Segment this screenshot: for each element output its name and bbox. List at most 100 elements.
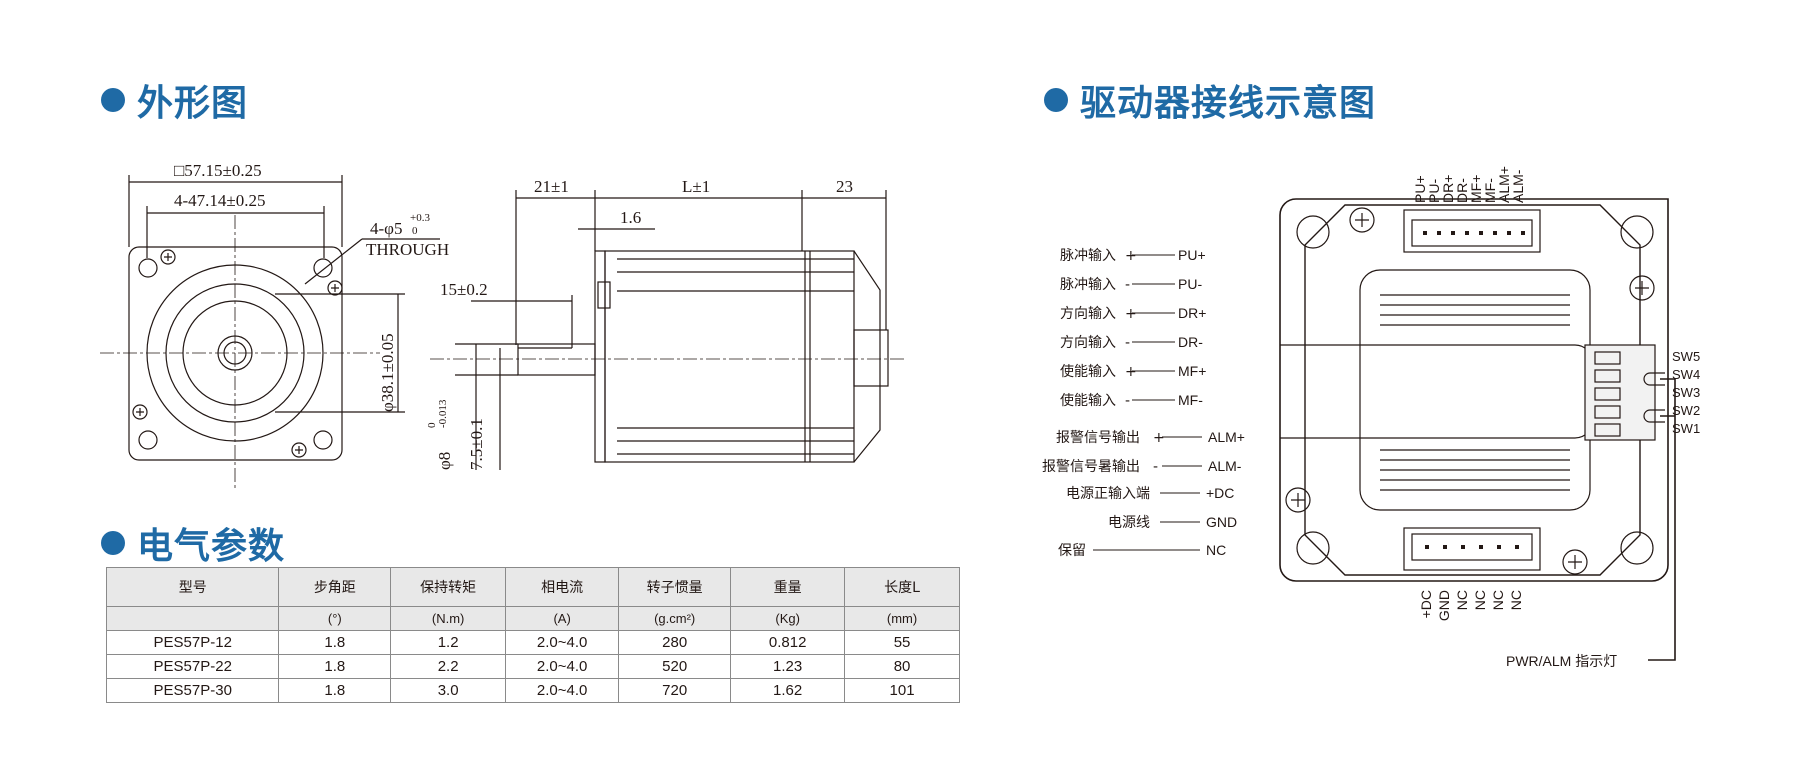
section-outline-heading: 外形图 <box>101 74 248 126</box>
dim-through: THROUGH <box>366 240 449 259</box>
bullet-icon <box>1044 88 1068 112</box>
dim-shaft-length: 21±1 <box>534 177 569 196</box>
screw-icons <box>132 249 343 458</box>
dim-shaft-tol-lower: -0.013 <box>437 399 449 428</box>
bullet-icon <box>101 88 125 112</box>
dim-flat-length: 15±0.2 <box>440 280 488 299</box>
signal-pin: DR+ <box>1178 305 1206 321</box>
dim-hole-pitch: 4-47.14±0.25 <box>174 191 266 210</box>
table-cell: 101 <box>844 678 960 703</box>
wiring-leader-lines <box>1093 254 1202 551</box>
table-cell: (A) <box>505 606 620 631</box>
bottom-pin-label: NC <box>1454 590 1470 610</box>
indicator-label: PWR/ALM 指示灯 <box>1506 653 1617 669</box>
motor-side-view <box>430 190 905 470</box>
switch-label: SW3 <box>1672 385 1700 400</box>
dip-switch[interactable] <box>1584 344 1656 441</box>
signal-pin: GND <box>1206 514 1237 530</box>
table-cell: 520 <box>618 654 732 679</box>
signal-sign: - <box>1153 459 1158 475</box>
connector-pins <box>1423 231 1525 549</box>
table-cell: 3.0 <box>390 678 507 703</box>
signal-label: 使能输入 <box>1060 363 1116 380</box>
section-title: 外形图 <box>137 83 249 124</box>
dim-shaft-tol-upper: 0 <box>426 422 438 428</box>
bottom-pin-label: +DC <box>1418 590 1434 618</box>
spec-table: 型号步角距保持转矩相电流转子惯量重量长度L(°)(N.m)(A)(g.cm²)(… <box>105 567 960 703</box>
table-cell: 720 <box>618 678 732 703</box>
section-params-heading: 电气参数 <box>101 517 285 569</box>
table-cell: 步角距 <box>278 567 392 607</box>
signal-sign: - <box>1125 393 1130 409</box>
table-cell: PES57P-30 <box>105 678 280 703</box>
switch-label: SW4 <box>1672 367 1700 382</box>
dim-body-length: L±1 <box>682 177 710 196</box>
bottom-pin-label: NC <box>1490 590 1506 610</box>
led-icons <box>1643 372 1665 423</box>
bottom-pin-label: NC <box>1472 590 1488 610</box>
dim-rear-length: 23 <box>836 177 853 196</box>
table-cell: (g.cm²) <box>618 606 732 631</box>
top-pin-label: ALM- <box>1510 169 1526 203</box>
dim-pilot: φ38.1±0.05 <box>378 333 397 412</box>
bottom-pin-label: GND <box>1436 590 1452 621</box>
bottom-pin-label: NC <box>1508 590 1524 610</box>
top-pin-label: PU+ <box>1412 175 1428 203</box>
signal-label: 电源线 <box>1108 515 1150 531</box>
dim-shaft-dia: φ8 <box>435 452 454 470</box>
table-cell: 1.23 <box>730 654 846 679</box>
signal-label: 使能输入 <box>1060 392 1116 409</box>
table-cell: 2.0~4.0 <box>505 630 620 655</box>
top-pin-label: ALM+ <box>1496 166 1512 203</box>
signal-label: 报警信号输出 <box>1056 430 1140 446</box>
driver-drawing <box>1279 198 1676 661</box>
table-cell: 重量 <box>730 567 846 607</box>
signal-sign: + <box>1125 306 1137 322</box>
signal-sign: + <box>1125 248 1137 264</box>
front-view-labels: □57.15±0.25 4-47.14±0.25 4-φ5 +0.3 0 THR… <box>174 161 449 412</box>
table-cell: 280 <box>618 630 732 655</box>
signal-label: 报警信号暑输出 <box>1042 459 1140 475</box>
table-cell: 型号 <box>105 567 280 607</box>
signal-label: 电源正输入端 <box>1066 486 1150 502</box>
table-cell: 长度L <box>844 567 960 607</box>
table-cell: 1.8 <box>278 630 392 655</box>
screw-icons <box>1285 207 1655 575</box>
table-cell: (°) <box>278 606 392 631</box>
signal-pin: PU+ <box>1178 247 1206 263</box>
dim-flat-depth: 7.5±0.1 <box>467 418 486 470</box>
top-pin-label: MF+ <box>1468 175 1484 203</box>
table-cell: PES57P-12 <box>105 630 280 655</box>
section-wiring-heading: 驱动器接线示意图 <box>1044 74 1376 126</box>
signal-label: 脉冲输入 <box>1060 248 1116 264</box>
table-cell: (N.m) <box>390 606 507 631</box>
dim-holes: 4-φ5 <box>370 219 402 238</box>
table-cell <box>105 606 280 631</box>
table-cell: 2.0~4.0 <box>505 654 620 679</box>
table-cell: 1.8 <box>278 678 392 703</box>
signal-label: 保留 <box>1058 543 1086 559</box>
table-cell: 1.8 <box>278 654 392 679</box>
signal-label: 脉冲输入 <box>1060 277 1116 293</box>
switch-label: SW5 <box>1672 349 1700 364</box>
switch-label: SW1 <box>1672 421 1700 436</box>
top-pin-label: MF- <box>1482 178 1498 203</box>
top-pin-label: DR- <box>1454 178 1470 203</box>
signal-pin: PU- <box>1178 276 1202 292</box>
dim-holes-tol-lower: 0 <box>412 225 418 237</box>
table-cell: 2.0~4.0 <box>505 678 620 703</box>
table-cell: PES57P-22 <box>105 654 280 679</box>
signal-sign: + <box>1125 364 1137 380</box>
top-pin-label: DR+ <box>1440 175 1456 203</box>
table-cell: 保持转矩 <box>390 567 507 607</box>
table-cell: 1.2 <box>390 630 507 655</box>
mounting-holes <box>138 258 333 450</box>
signal-pin: ALM- <box>1208 458 1242 474</box>
side-view-labels: 21±1 L±1 23 1.6 15±0.2 φ8 0 -0.013 7.5±0… <box>426 177 853 470</box>
table-units-row: (°)(N.m)(A)(g.cm²)(Kg)(mm) <box>105 606 960 631</box>
table-cell: 2.2 <box>390 654 507 679</box>
signal-sign: - <box>1125 277 1130 293</box>
